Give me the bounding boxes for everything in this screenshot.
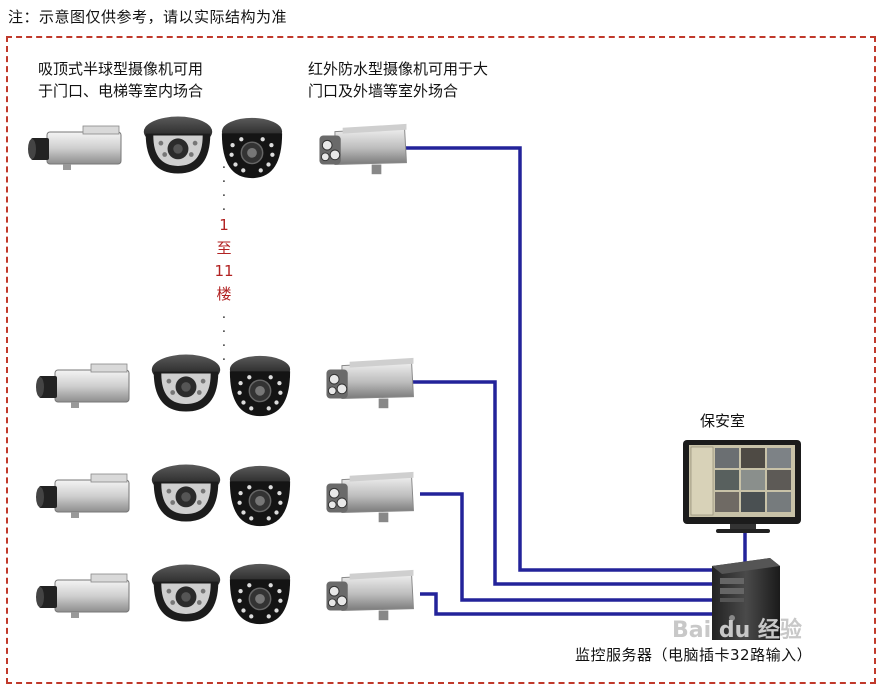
ir-bullet-camera-icon — [325, 357, 414, 409]
ir-bullet-camera-icon — [325, 569, 414, 621]
ir-dome-camera-icon — [221, 117, 283, 179]
diagram-frame — [6, 36, 876, 684]
indoor-caption-line1: 吸顶式半球型摄像机可用 — [38, 60, 204, 78]
dome-camera-icon — [151, 564, 221, 622]
outdoor-caption-line2: 门口及外墙等室外场合 — [308, 82, 459, 100]
box-camera-icon — [27, 125, 122, 171]
outdoor-caption: 红外防水型摄像机可用于大 门口及外墙等室外场合 — [308, 58, 488, 102]
indoor-caption-line2: 于门口、电梯等室内场合 — [38, 82, 204, 100]
floor-range-start: 1 — [219, 216, 229, 234]
dome-camera-icon — [151, 354, 221, 412]
dome-camera-icon — [143, 116, 213, 174]
ir-dome-camera-icon — [229, 355, 291, 417]
monitor-icon — [683, 440, 801, 533]
ir-dome-camera-icon — [229, 563, 291, 625]
floor-range: 1 至 11 楼 — [210, 214, 238, 306]
floor-dots-top: .... — [221, 157, 227, 214]
ir-bullet-camera-icon — [325, 471, 414, 523]
outdoor-caption-line1: 红外防水型摄像机可用于大 — [308, 60, 489, 78]
diagram-note: 注：示意图仅供参考，请以实际结构为准 — [8, 8, 288, 26]
guard-room-label: 保安室 — [700, 412, 746, 430]
cable-row-3 — [420, 492, 712, 602]
ir-bullet-camera-icon — [318, 123, 407, 175]
cable-row-1 — [405, 146, 712, 572]
server-label: 监控服务器（电脑插卡32路输入） — [575, 646, 813, 664]
box-camera-icon — [35, 473, 130, 519]
watermark-logo: Bai du 经验 — [672, 618, 802, 643]
floor-dots-bottom: .... — [221, 307, 227, 364]
floor-range-end: 11 — [214, 262, 234, 280]
indoor-caption: 吸顶式半球型摄像机可用 于门口、电梯等室内场合 — [38, 58, 203, 102]
cable-row-2 — [412, 380, 712, 586]
box-camera-icon — [35, 573, 130, 619]
cable-row-4 — [420, 592, 712, 616]
dome-camera-icon — [151, 464, 221, 522]
floor-range-unit: 楼 — [216, 285, 232, 303]
server-tower-icon — [712, 558, 780, 640]
box-camera-icon — [35, 363, 130, 409]
ir-dome-camera-icon — [229, 465, 291, 527]
floor-range-to: 至 — [216, 239, 232, 257]
cable-group — [405, 146, 747, 616]
